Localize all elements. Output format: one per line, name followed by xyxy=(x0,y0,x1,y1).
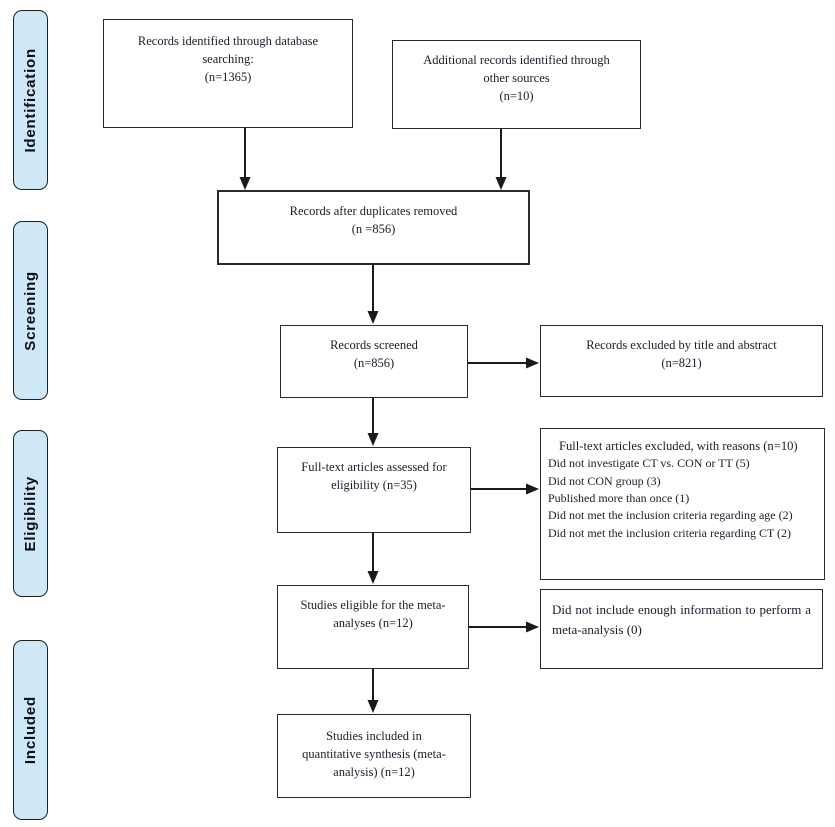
stage-screening-label: Screening xyxy=(22,270,39,351)
fulltext-excluded-heading: Full-text articles excluded, with reason… xyxy=(559,439,798,453)
stage-screening: Screening xyxy=(13,221,48,400)
reason-line: Published more than once (1) xyxy=(548,491,690,506)
box-records-screened: Records screened (n=856) xyxy=(280,325,468,398)
box-records-after-duplicates: Records after duplicates removed (n =856… xyxy=(217,190,530,265)
box-records-excluded-title-abstract: Records excluded by title and abstract (… xyxy=(540,325,823,397)
stage-eligibility: Eligibility xyxy=(13,430,48,597)
stage-included-label: Included xyxy=(22,695,39,765)
reason-line: Did not investigate CT vs. CON or TT (5) xyxy=(548,456,750,471)
fulltext-excluded-reason-list: Did not investigate CT vs. CON or TT (5)… xyxy=(548,455,818,542)
stage-included: Included xyxy=(13,640,48,820)
stage-identification-label: Identification xyxy=(22,47,39,153)
reason-line: Did not CON group (3) xyxy=(548,473,661,488)
stage-identification: Identification xyxy=(13,10,48,190)
box-fulltext-excluded-reasons: Full-text articles excluded, with reason… xyxy=(540,428,825,580)
box-additional-records-other-sources: Additional records identified through ot… xyxy=(392,40,641,129)
reason-line: Did not met the inclusion criteria regar… xyxy=(548,508,793,523)
box-records-identified-database: Records identified through database sear… xyxy=(103,19,353,128)
reason-line: Did not met the inclusion criteria regar… xyxy=(548,525,792,540)
box-fulltext-assessed: Full-text articles assessed for eligibil… xyxy=(277,447,471,533)
box-studies-eligible-meta: Studies eligible for the meta- analyses … xyxy=(277,585,469,669)
box-studies-included-quantitative: Studies included in quantitative synthes… xyxy=(277,714,471,798)
box-not-enough-information: Did not include enough information to pe… xyxy=(540,589,823,669)
stage-eligibility-label: Eligibility xyxy=(22,475,39,552)
